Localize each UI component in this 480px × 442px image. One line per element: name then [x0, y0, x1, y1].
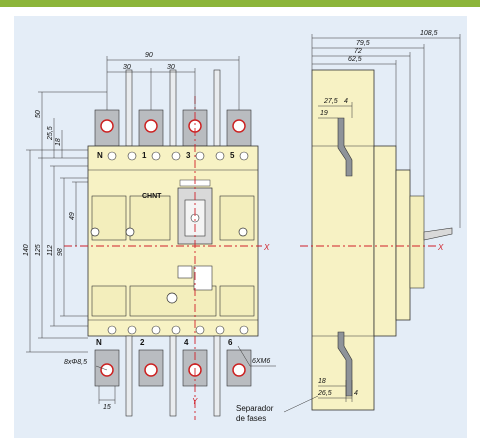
mounting-screws [90, 227, 248, 304]
dim-bottom-4: 4 [354, 390, 358, 397]
dim-width-90: 90 [145, 52, 153, 59]
trip-unit-icon [177, 265, 193, 279]
dim-top-4: 4 [344, 98, 348, 105]
dim-width-15: 15 [103, 404, 111, 411]
dim-height-98: 98 [57, 248, 64, 256]
side-cover [373, 145, 397, 337]
dim-height-125: 125 [35, 244, 42, 256]
bottom-terminal-holes [100, 363, 246, 377]
dim-height-112: 112 [47, 245, 54, 256]
hole-icon [144, 363, 158, 377]
dim-height-25-5: 25,5 [47, 126, 54, 141]
dim-bottom-26-5: 26,5 [317, 390, 332, 397]
side-terminal-top [337, 117, 353, 177]
bottom-phase-separators [125, 335, 221, 417]
dim-depth-79-5: 79,5 [356, 40, 370, 47]
accent-bar [0, 0, 480, 7]
dim-top-27-5: 27,5 [323, 98, 338, 105]
dim-top-19: 19 [320, 110, 328, 117]
dim-height-140: 140 [23, 244, 30, 256]
axis-label-x-side: X [437, 243, 444, 252]
side-front-plate [395, 169, 411, 321]
side-handle [423, 227, 453, 241]
terminal-label-bottom-4: 4 [184, 338, 189, 347]
terminal-label-bottom-n: N [96, 338, 102, 347]
front-dimension-lines [26, 56, 276, 404]
terminal-label-top-5: 5 [230, 151, 235, 160]
top-body-screws [107, 151, 249, 161]
side-dimension-lines [283, 34, 461, 413]
dim-pitch-30-a: 30 [123, 64, 131, 71]
terminal-label-top-3: 3 [186, 151, 191, 160]
top-terminal-holes [100, 119, 246, 133]
dim-depth-62-5: 62,5 [348, 56, 362, 63]
hole-note: 8xΦ8,5 [64, 359, 87, 366]
terminal-label-top-n: N [97, 151, 103, 160]
hole-icon [232, 363, 246, 377]
dim-height-50: 50 [35, 110, 42, 118]
dim-height-18: 18 [55, 138, 62, 146]
dim-bottom-18: 18 [318, 378, 326, 385]
dim-height-49: 49 [69, 212, 76, 220]
hole-icon [144, 119, 158, 133]
callout-separator-line2: de fases [236, 414, 266, 423]
bottom-body-screws [107, 325, 249, 335]
dim-pitch-30-b: 30 [167, 64, 175, 71]
hole-icon [100, 119, 114, 133]
dim-depth-108-5: 108,5 [420, 30, 438, 37]
dim-depth-72: 72 [354, 48, 362, 55]
side-view: X [236, 30, 461, 423]
brand-logo: CHNT [142, 193, 162, 200]
terminal-label-bottom-2: 2 [140, 338, 145, 347]
front-view: CHNT N 1 3 5 N 2 [23, 52, 276, 420]
axis-label-y: Y [192, 397, 198, 406]
axis-label-x-front: X [263, 243, 270, 252]
screw-note: 6XM6 [252, 358, 270, 365]
callout-separator-line1: Separador [236, 404, 274, 413]
terminal-label-top-1: 1 [142, 151, 147, 160]
terminal-label-bottom-6: 6 [228, 338, 233, 347]
hole-icon [232, 119, 246, 133]
side-handle-boss [409, 195, 425, 289]
